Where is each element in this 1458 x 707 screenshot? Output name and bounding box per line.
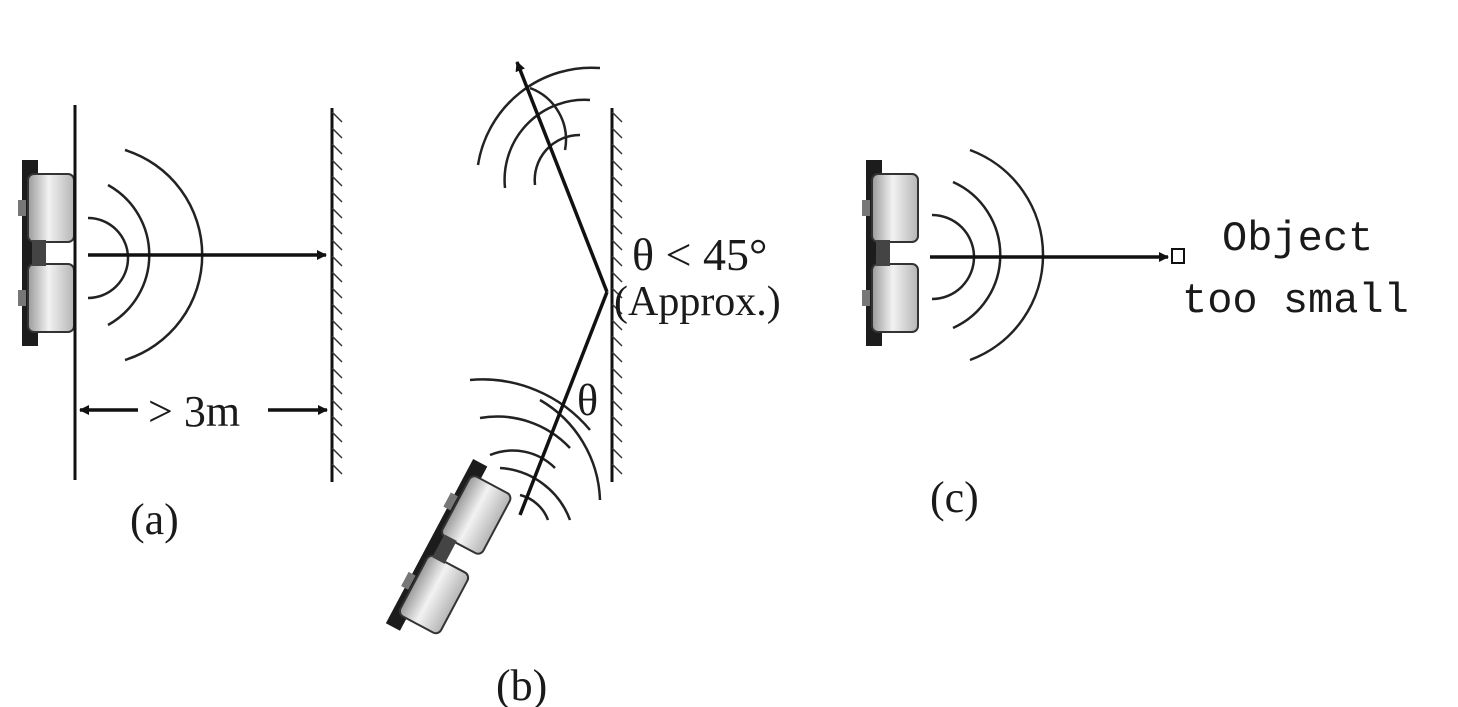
- panel-c: Object too small (c): [861, 148, 1409, 522]
- wall-hatch-mark: [331, 383, 343, 395]
- wall-hatch-mark: [611, 447, 623, 459]
- wall-hatch-mark: [611, 303, 623, 315]
- wall-hatch-mark: [611, 351, 623, 363]
- wall-hatch-mark: [331, 159, 343, 171]
- caption-a: (a): [130, 495, 179, 544]
- wall-hatch-mark: [611, 383, 623, 395]
- small-object: [1171, 248, 1185, 264]
- sensor-b: [381, 456, 521, 649]
- wall-hatch-mark: [611, 271, 623, 283]
- wall-hatch-mark: [611, 111, 623, 123]
- wall-hatch-mark: [331, 175, 343, 187]
- wall-hatch-mark: [331, 207, 343, 219]
- wall-hatch-mark: [611, 175, 623, 187]
- wall-hatch-mark: [611, 431, 623, 443]
- wall-hatch-mark: [331, 191, 343, 203]
- wall-hatch-mark: [611, 143, 623, 155]
- panel-a: > 3m (a): [17, 105, 343, 544]
- wall-hatch-mark: [331, 399, 343, 411]
- wall-hatch-mark: [331, 367, 343, 379]
- wall-hatch-mark: [611, 287, 623, 299]
- wall-hatch-mark: [331, 351, 343, 363]
- wall-hatch-mark: [331, 335, 343, 347]
- wall-hatch-mark: [331, 127, 343, 139]
- wall-hatch-mark: [331, 415, 343, 427]
- wall-hatch-mark: [331, 447, 343, 459]
- wall-hatch-mark: [331, 319, 343, 331]
- wall-hatch-mark: [611, 127, 623, 139]
- wall-hatch-mark: [331, 143, 343, 155]
- reflected-ray: [515, 61, 609, 293]
- wall-hatch-mark: [331, 287, 343, 299]
- wall-hatch-mark: [331, 255, 343, 267]
- wall-hatch-mark: [331, 431, 343, 443]
- panel-b: θ θ < 45° (Approx.) (b): [381, 61, 781, 707]
- wall-hatch-mark: [611, 463, 623, 475]
- caption-b: (b): [496, 661, 547, 707]
- object-label-line1: Object: [1222, 215, 1373, 263]
- wall-hatch-mark: [611, 335, 623, 347]
- wall-hatch-mark: [331, 223, 343, 235]
- wall-hatch-mark: [611, 319, 623, 331]
- far-wall-a: [330, 108, 343, 482]
- wall-hatch-mark: [611, 191, 623, 203]
- sound-waves-c: [931, 148, 1045, 362]
- wall-hatch-mark: [611, 399, 623, 411]
- wall-hatch-mark: [331, 239, 343, 251]
- object-label-line2: too small: [1182, 277, 1409, 325]
- angle-condition: θ < 45°: [632, 229, 767, 280]
- sound-waves-b-emitted: [469, 378, 602, 521]
- approx-note: (Approx.): [614, 279, 781, 325]
- wall-hatch-mark: [611, 255, 623, 267]
- wall-hatch-mark: [611, 207, 623, 219]
- distance-label: > 3m: [148, 387, 240, 436]
- incident-ray: [518, 291, 609, 516]
- wall-hatch-mark: [331, 271, 343, 283]
- wall-hatch-mark: [331, 303, 343, 315]
- wall-hatch-mark: [611, 159, 623, 171]
- caption-c: (c): [930, 473, 979, 522]
- wall-b: [610, 108, 623, 482]
- sensor-c: [861, 159, 919, 347]
- wall-hatch-mark: [611, 223, 623, 235]
- wall-hatch-mark: [611, 239, 623, 251]
- wall-hatch-mark: [331, 463, 343, 475]
- wall-hatch-mark: [611, 415, 623, 427]
- angle-symbol: θ: [577, 376, 598, 425]
- wall-hatch-mark: [611, 367, 623, 379]
- sound-waves-b-reflected: [476, 66, 601, 189]
- wall-hatch-mark: [331, 111, 343, 123]
- sensor-a: [17, 159, 75, 347]
